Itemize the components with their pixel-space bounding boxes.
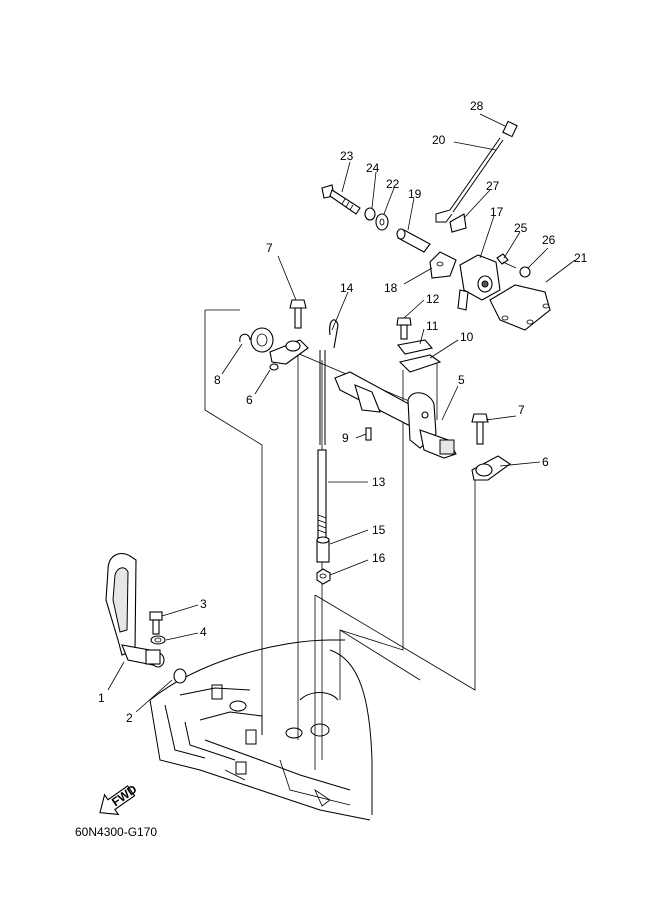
bracket-17 [457,254,501,311]
bolt-7-left [289,299,307,329]
washer-2 [173,668,187,684]
callout-2: 2 [126,711,133,725]
callout-26: 26 [542,233,556,247]
plate-18 [429,251,457,279]
bolt-25 [496,253,517,269]
sleeve-19 [396,228,431,253]
shift-shaft-5 [334,371,457,459]
callout-19: 19 [408,187,422,201]
callout-21: 21 [574,251,588,265]
callout-9: 9 [342,431,349,445]
callout-28: 28 [470,99,484,113]
leader-lines [107,113,576,713]
callout-5: 5 [458,373,465,387]
callout-24: 24 [366,161,380,175]
callout-7-right: 7 [518,403,525,417]
bolt-7-right [471,413,489,445]
callout-25: 25 [514,221,528,235]
callout-6-right: 6 [542,455,549,469]
collar-15 [316,536,330,563]
plate-10 [398,354,442,373]
callout-27: 27 [486,179,500,193]
drawing-code: 60N4300-G170 [75,825,157,839]
callout-3: 3 [200,597,207,611]
bolt-3 [149,611,163,635]
callout-14: 14 [340,281,354,295]
callout-23: 23 [340,149,354,163]
callout-6-left: 6 [246,393,253,407]
callout-11: 11 [426,319,439,333]
clip-8 [239,327,274,353]
callout-20: 20 [432,133,446,147]
reference-frame-lines [204,309,476,770]
callout-labels: 1 2 3 4 5 6 6 7 7 8 9 10 11 12 13 14 15 … [98,99,588,725]
callout-18: 18 [384,281,398,295]
bolt-12 [396,317,412,340]
washer-26 [519,266,531,278]
callout-16: 16 [372,551,386,565]
callout-10: 10 [460,330,474,344]
pin-9 [365,427,372,441]
callout-17: 17 [490,205,504,219]
bolt-23 [321,184,361,215]
clip-27 [449,213,467,233]
plate-11 [397,339,434,355]
callout-22: 22 [386,177,400,191]
nut-16 [316,568,331,585]
joint-6-right [471,455,511,481]
joint-6-left [269,339,309,371]
callout-4: 4 [200,625,207,639]
rod-20 [435,137,504,223]
washer-24 [364,207,376,221]
fwd-arrow: FWD [99,782,140,816]
fwd-label: FWD [109,782,140,809]
shift-rod [317,319,339,541]
callout-15: 15 [372,523,386,537]
washer-4 [150,635,166,645]
callout-1: 1 [98,691,105,705]
callout-12: 12 [426,292,440,306]
callout-8: 8 [214,373,221,387]
washer-22 [375,213,389,231]
callout-7-left: 7 [266,241,273,255]
callout-13: 13 [372,475,386,489]
shift-lever [105,552,165,668]
bracket-21 [489,284,551,331]
lower-casing [149,639,373,821]
cap-28 [502,120,518,138]
